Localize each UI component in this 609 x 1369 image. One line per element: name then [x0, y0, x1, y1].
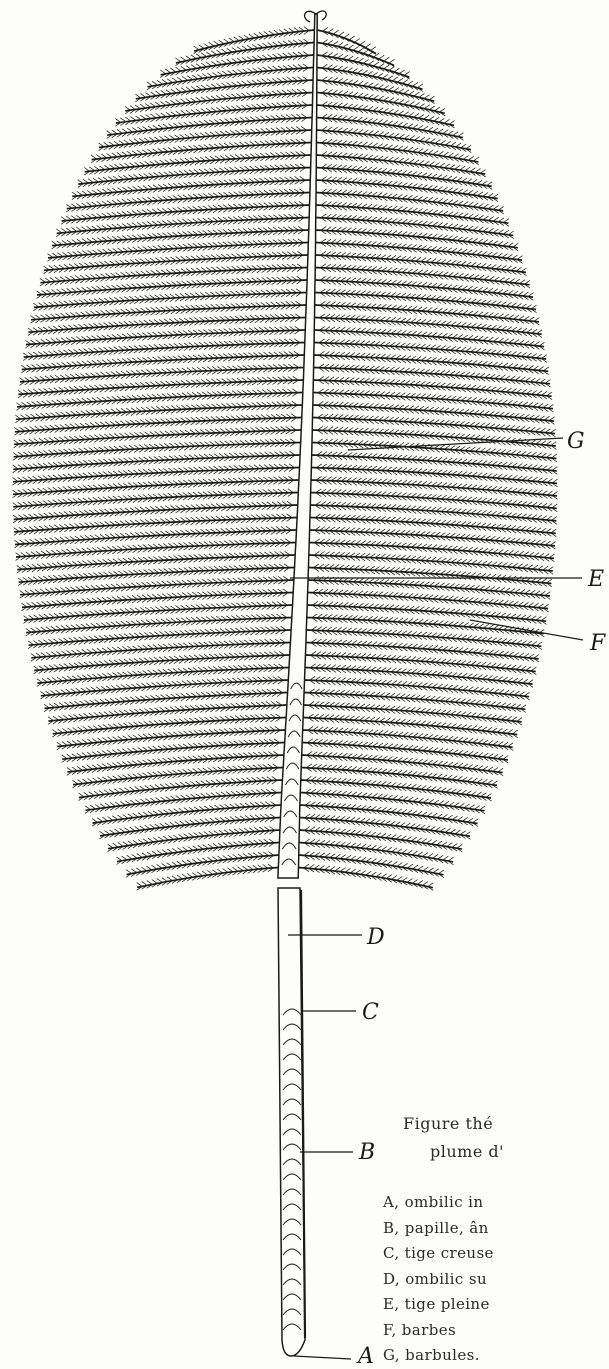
barbule-cluster — [115, 101, 307, 126]
barbule-cluster — [66, 189, 305, 212]
barbule-cluster — [137, 864, 274, 890]
caption-legend: A, ombilic in B, papille, ân C, tige cre… — [383, 1190, 494, 1369]
barbule-cluster — [305, 814, 471, 839]
legend-item-d: D, ombilic su — [383, 1267, 494, 1293]
barbule-cluster — [321, 214, 514, 239]
callout-label-f: F — [589, 631, 606, 656]
barbule-cluster — [321, 164, 492, 189]
feather-quill — [278, 888, 305, 1356]
legend-item-c: C, tige creuse — [383, 1241, 494, 1267]
barbule-cluster — [117, 839, 275, 865]
barbule-cluster — [61, 201, 304, 224]
barb-line — [86, 793, 282, 811]
barbule-cluster — [305, 802, 478, 827]
barbule-cluster — [147, 64, 308, 90]
caption-title-line-2: plume d' — [430, 1142, 504, 1161]
feather-vane — [13, 11, 558, 890]
barbule-cluster — [304, 839, 453, 865]
legend-item-g: G, barbules. — [383, 1343, 494, 1369]
barbule-cluster — [321, 189, 504, 214]
barbule-cluster — [320, 314, 543, 338]
legend-item-f: F, barbes — [383, 1318, 494, 1344]
barbule-cluster — [305, 789, 485, 814]
barbule-cluster — [320, 301, 540, 325]
barbule-cluster — [108, 827, 275, 852]
barbule-cluster — [135, 77, 308, 102]
callout-label-d: D — [366, 925, 385, 950]
leader-line — [294, 1356, 351, 1359]
callout-label-g: G — [567, 429, 585, 454]
barbule-cluster — [321, 177, 498, 202]
callout-label-b: B — [358, 1140, 375, 1165]
callout-label-a: A — [356, 1344, 374, 1369]
barbule-cluster — [306, 776, 492, 801]
barb-line — [317, 93, 445, 114]
barbule-cluster — [84, 151, 306, 175]
callout-label-c: C — [362, 1000, 379, 1025]
caption-title-line-1: Figure thé — [403, 1114, 493, 1133]
legend-item-a: A, ombilic in — [383, 1190, 494, 1216]
legend-item-e: E, tige pleine — [383, 1292, 494, 1318]
callout-label-e: E — [587, 567, 604, 592]
barbule-cluster — [321, 239, 523, 263]
barbule-cluster — [304, 827, 462, 853]
barbule-cluster — [320, 251, 526, 275]
barbule-cluster — [91, 139, 306, 163]
barb-line — [301, 768, 497, 786]
legend-item-b: B, papille, ân — [383, 1216, 494, 1242]
barbule-cluster — [322, 127, 472, 153]
